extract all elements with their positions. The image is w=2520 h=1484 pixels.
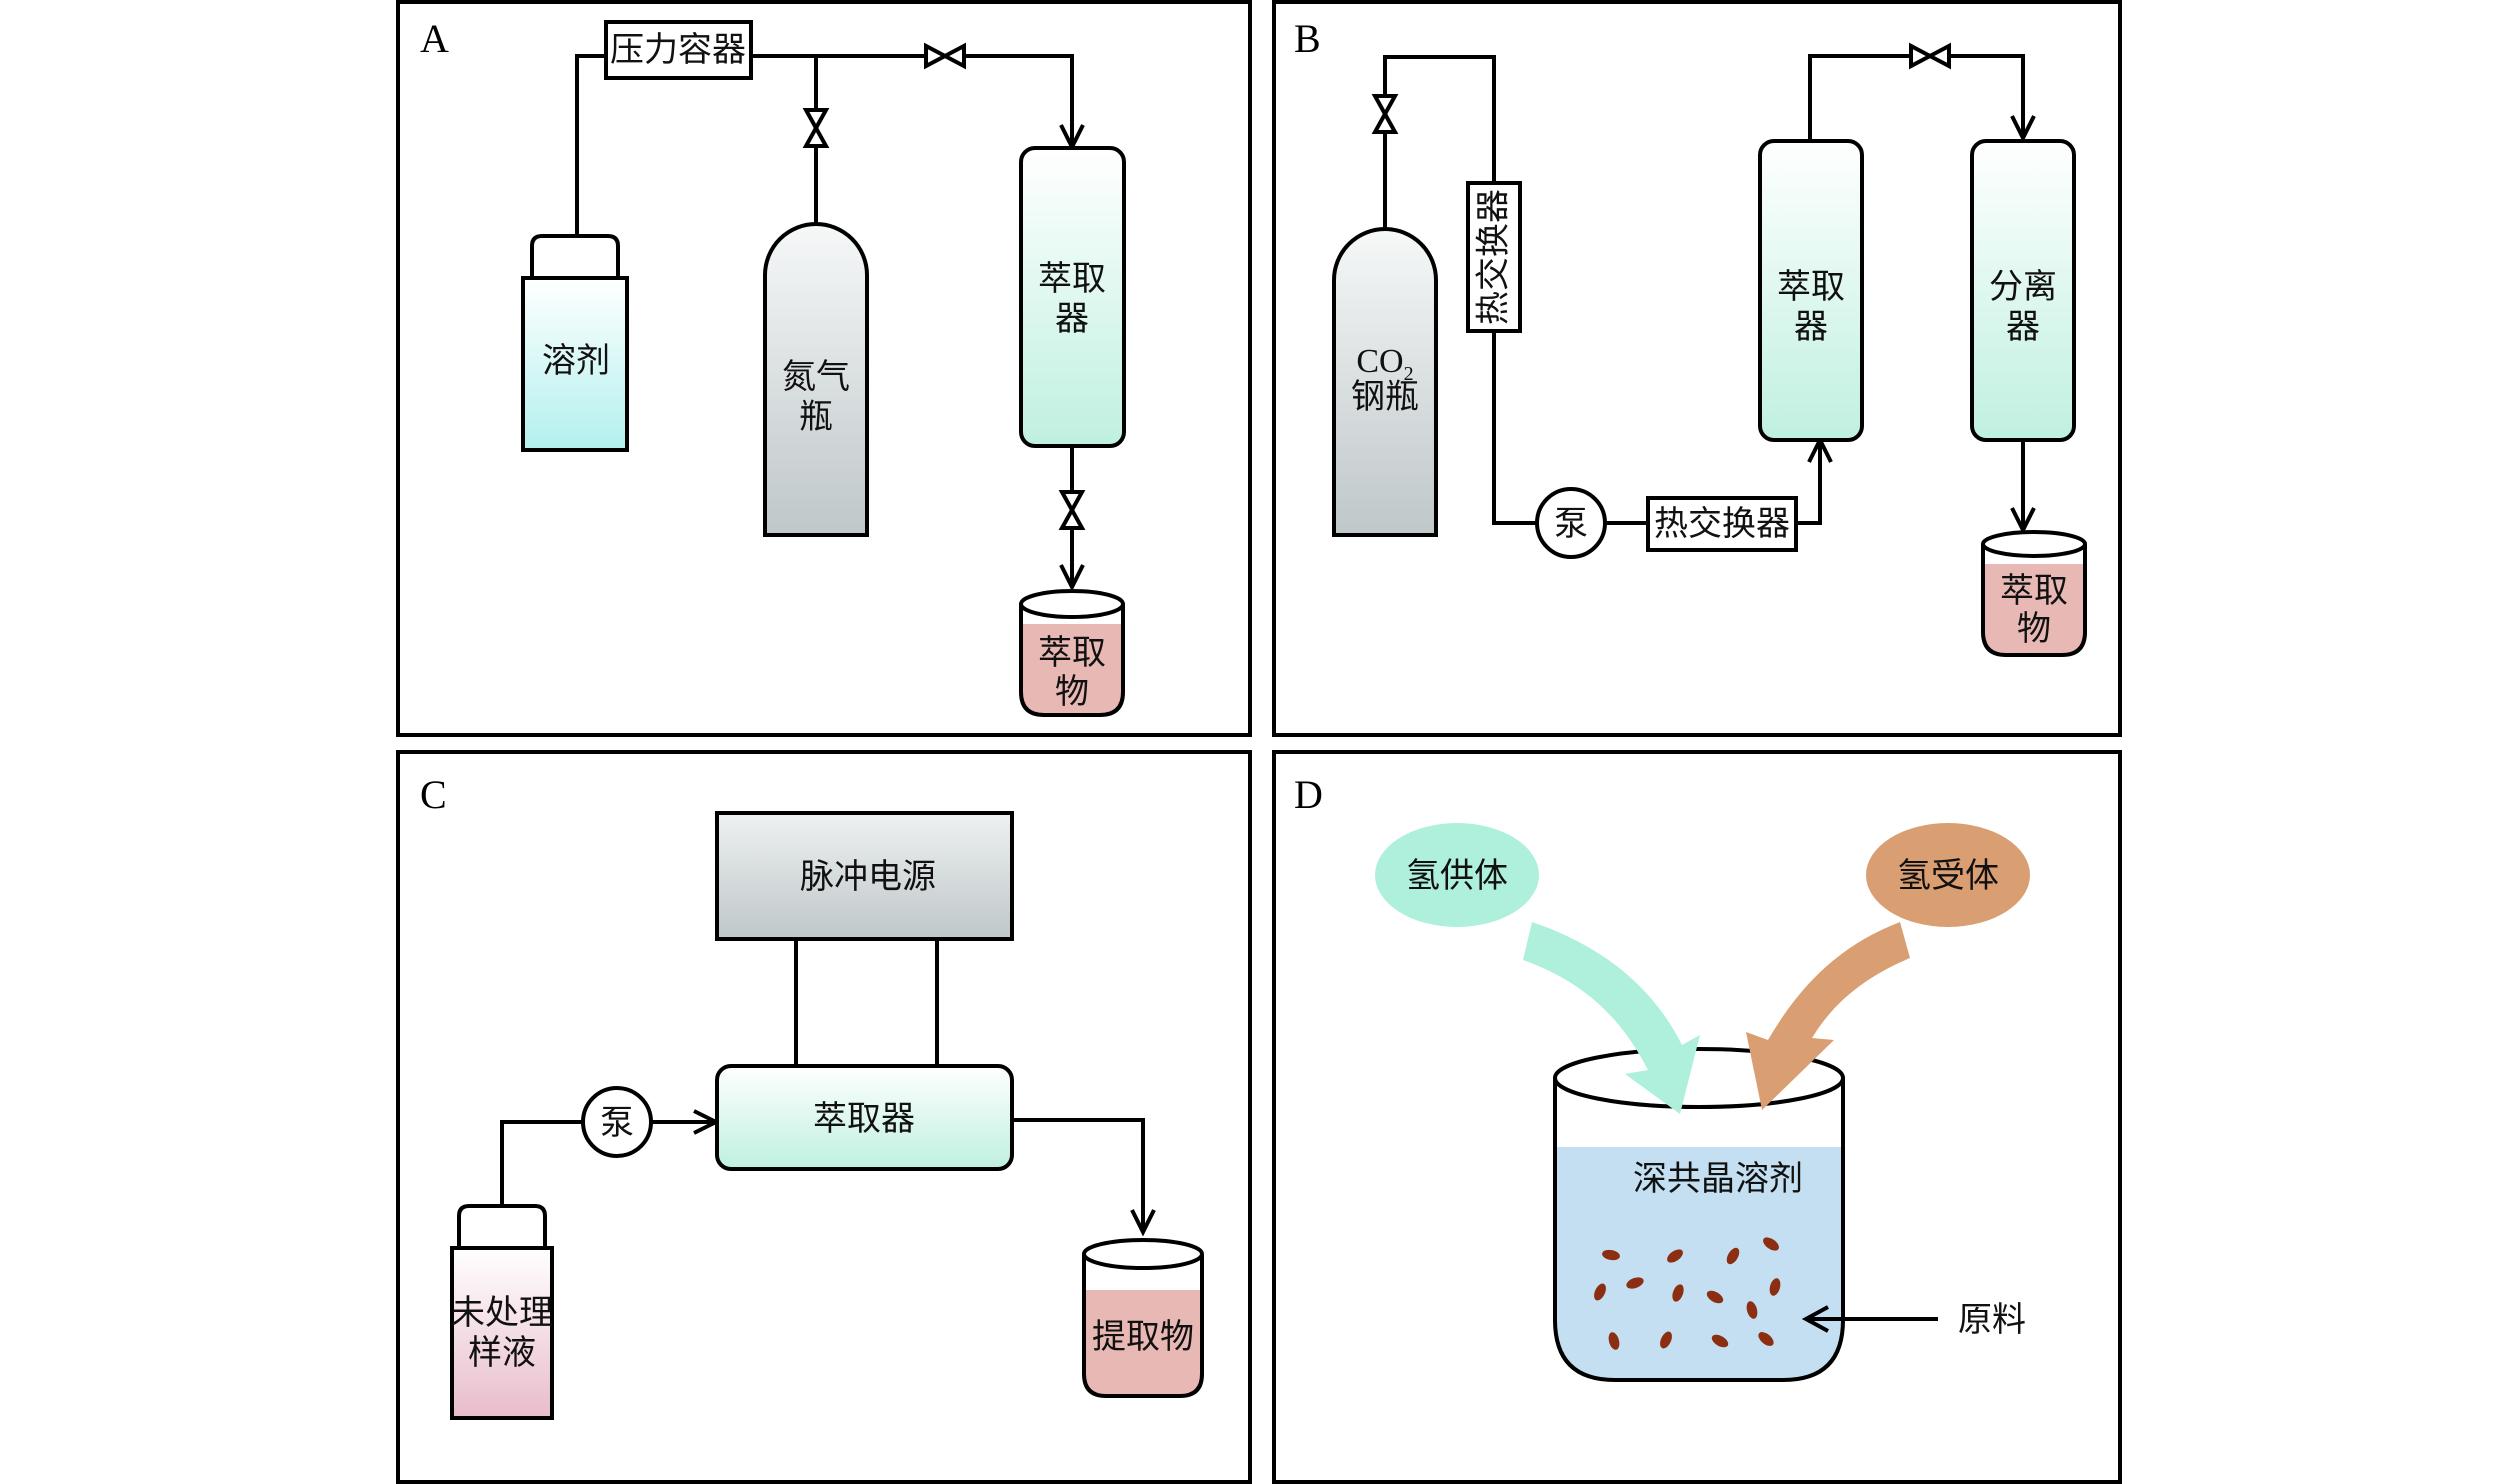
- extract-label-line2: 物: [1055, 673, 1089, 711]
- particle: [1667, 1249, 1683, 1263]
- heat-exchanger-vertical: 热交换器: [1466, 181, 1522, 333]
- nitrogen-cylinder: 氮气 瓶: [763, 222, 869, 537]
- des-beaker: 深共晶溶剂: [1553, 1047, 1845, 1382]
- particle: [1763, 1237, 1779, 1251]
- panel-a-letter: A: [420, 16, 449, 61]
- extractor-column: 萃取 器: [1019, 146, 1126, 448]
- untreated-sample-label-line1: 未处理: [451, 1294, 553, 1332]
- pressure-vessel-label: 压力容器: [610, 31, 746, 69]
- arrow-left-icon: [1801, 1305, 1829, 1333]
- pump-label: 泵: [1554, 506, 1588, 543]
- extract-label-line1: 萃取: [2000, 572, 2068, 610]
- panel-c: C 脉冲电源 泵 萃取器 未处理 样液: [396, 750, 1252, 1484]
- hba-arrow-icon: [1746, 922, 1910, 1110]
- panel-b-letter: B: [1294, 16, 1321, 61]
- valve-icon: [924, 42, 966, 70]
- particle: [1602, 1249, 1620, 1261]
- extract-beaker: 萃取 物: [1019, 589, 1125, 717]
- hbd-label: 氢供体: [1406, 857, 1508, 895]
- particle: [1706, 1290, 1724, 1304]
- solvent-label: 溶剂: [542, 342, 610, 380]
- pulse-power-label: 脉冲电源: [800, 858, 936, 896]
- pipe-hx-to-pump: [1492, 265, 1537, 525]
- panel-b: B CO2 钢瓶 热交换器: [1272, 0, 2122, 737]
- valve-icon: [1909, 42, 1951, 70]
- particle: [1746, 1301, 1758, 1319]
- raw-material-particles: [1594, 1237, 1781, 1350]
- extract-label-line1: 萃取: [1038, 634, 1106, 672]
- pipe-solvent-to-vessel: [575, 54, 606, 236]
- heat-exchanger-horizontal: 热交换器: [1646, 496, 1798, 552]
- valve-icon: [1058, 490, 1086, 530]
- extractor-label-line1: 萃取: [1038, 260, 1106, 298]
- extractor-label: 萃取器: [813, 1100, 915, 1138]
- particle: [1769, 1278, 1781, 1296]
- pipe-sample-to-pump: [500, 1120, 583, 1206]
- separator-label-line1: 分离: [1989, 268, 2057, 306]
- particle: [1660, 1331, 1672, 1349]
- valve-icon: [1371, 94, 1399, 134]
- pump-icon: 泵: [1535, 487, 1607, 559]
- extractor-label-line2: 器: [1055, 301, 1089, 338]
- untreated-sample-bottle: 未处理 样液: [450, 1204, 554, 1420]
- particle: [1672, 1284, 1684, 1302]
- valve-icon: [802, 108, 830, 148]
- extractor-chamber: 萃取器: [715, 1064, 1014, 1171]
- particle: [1594, 1283, 1606, 1301]
- raw-material-label: 原料: [1958, 1301, 2026, 1339]
- co2-cylinder: CO2 钢瓶: [1332, 227, 1438, 537]
- hbd-arrow-icon: [1523, 922, 1700, 1114]
- heat-exchanger-vertical-label: 热交换器: [1475, 189, 1513, 325]
- pipe-extractor-to-extract: [1012, 1118, 1145, 1230]
- pipe-co2-to-hx: [1383, 55, 1496, 228]
- pump-icon: 泵: [581, 1086, 653, 1158]
- extract-beaker: 提取物: [1082, 1238, 1204, 1398]
- arrow-down-icon: [1059, 564, 1085, 592]
- particle: [1711, 1334, 1729, 1348]
- panel-d: D 深共晶溶剂 原料: [1272, 750, 2122, 1484]
- extractor-column: 萃取 器: [1758, 139, 1864, 442]
- panel-c-letter: C: [420, 772, 447, 817]
- solvent-bottle: 溶剂: [521, 234, 629, 452]
- pipe-hx2-to-extractor: [1796, 442, 1822, 525]
- nitrogen-label-line1: 氮气: [782, 358, 850, 396]
- arrow-down-icon: [2010, 507, 2036, 535]
- co2-cylinder-label: 钢瓶: [1351, 379, 1419, 416]
- particle: [1626, 1277, 1644, 1289]
- heat-exchanger-horizontal-label: 热交换器: [1654, 505, 1790, 543]
- extractor-label-line1: 萃取: [1777, 268, 1845, 306]
- extract-label-line2: 物: [2017, 610, 2051, 648]
- separator-label-line2: 器: [2006, 309, 2040, 346]
- particle: [1758, 1332, 1774, 1346]
- untreated-sample-label-line2: 样液: [468, 1334, 536, 1372]
- extract-beaker: 萃取 物: [1981, 530, 2087, 657]
- pump-label: 泵: [600, 1105, 634, 1142]
- arrow-down-icon: [1130, 1209, 1156, 1237]
- panel-d-letter: D: [1294, 772, 1323, 817]
- pressure-vessel-box: [604, 20, 753, 80]
- nitrogen-label-line2: 瓶: [799, 399, 833, 436]
- arrow-down-icon: [2010, 115, 2036, 143]
- pulse-power-supply: 脉冲电源: [715, 811, 1014, 941]
- pipe-vessel-to-extractor: [751, 54, 1074, 145]
- hbd-bubble: [1375, 823, 1539, 927]
- extractor-label-line2: 器: [1794, 309, 1828, 346]
- particle: [1726, 1247, 1740, 1265]
- hba-label: 氢受体: [1897, 857, 1999, 895]
- particle: [1608, 1332, 1620, 1350]
- separator-column: 分离 器: [1970, 139, 2076, 442]
- hba-bubble: [1866, 823, 2030, 927]
- extract-label: 提取物: [1092, 1318, 1194, 1356]
- panel-a: A 压力容器 溶剂: [396, 0, 1252, 737]
- co2-label: CO2: [1356, 343, 1413, 385]
- des-label: 深共晶溶剂: [1633, 1160, 1803, 1198]
